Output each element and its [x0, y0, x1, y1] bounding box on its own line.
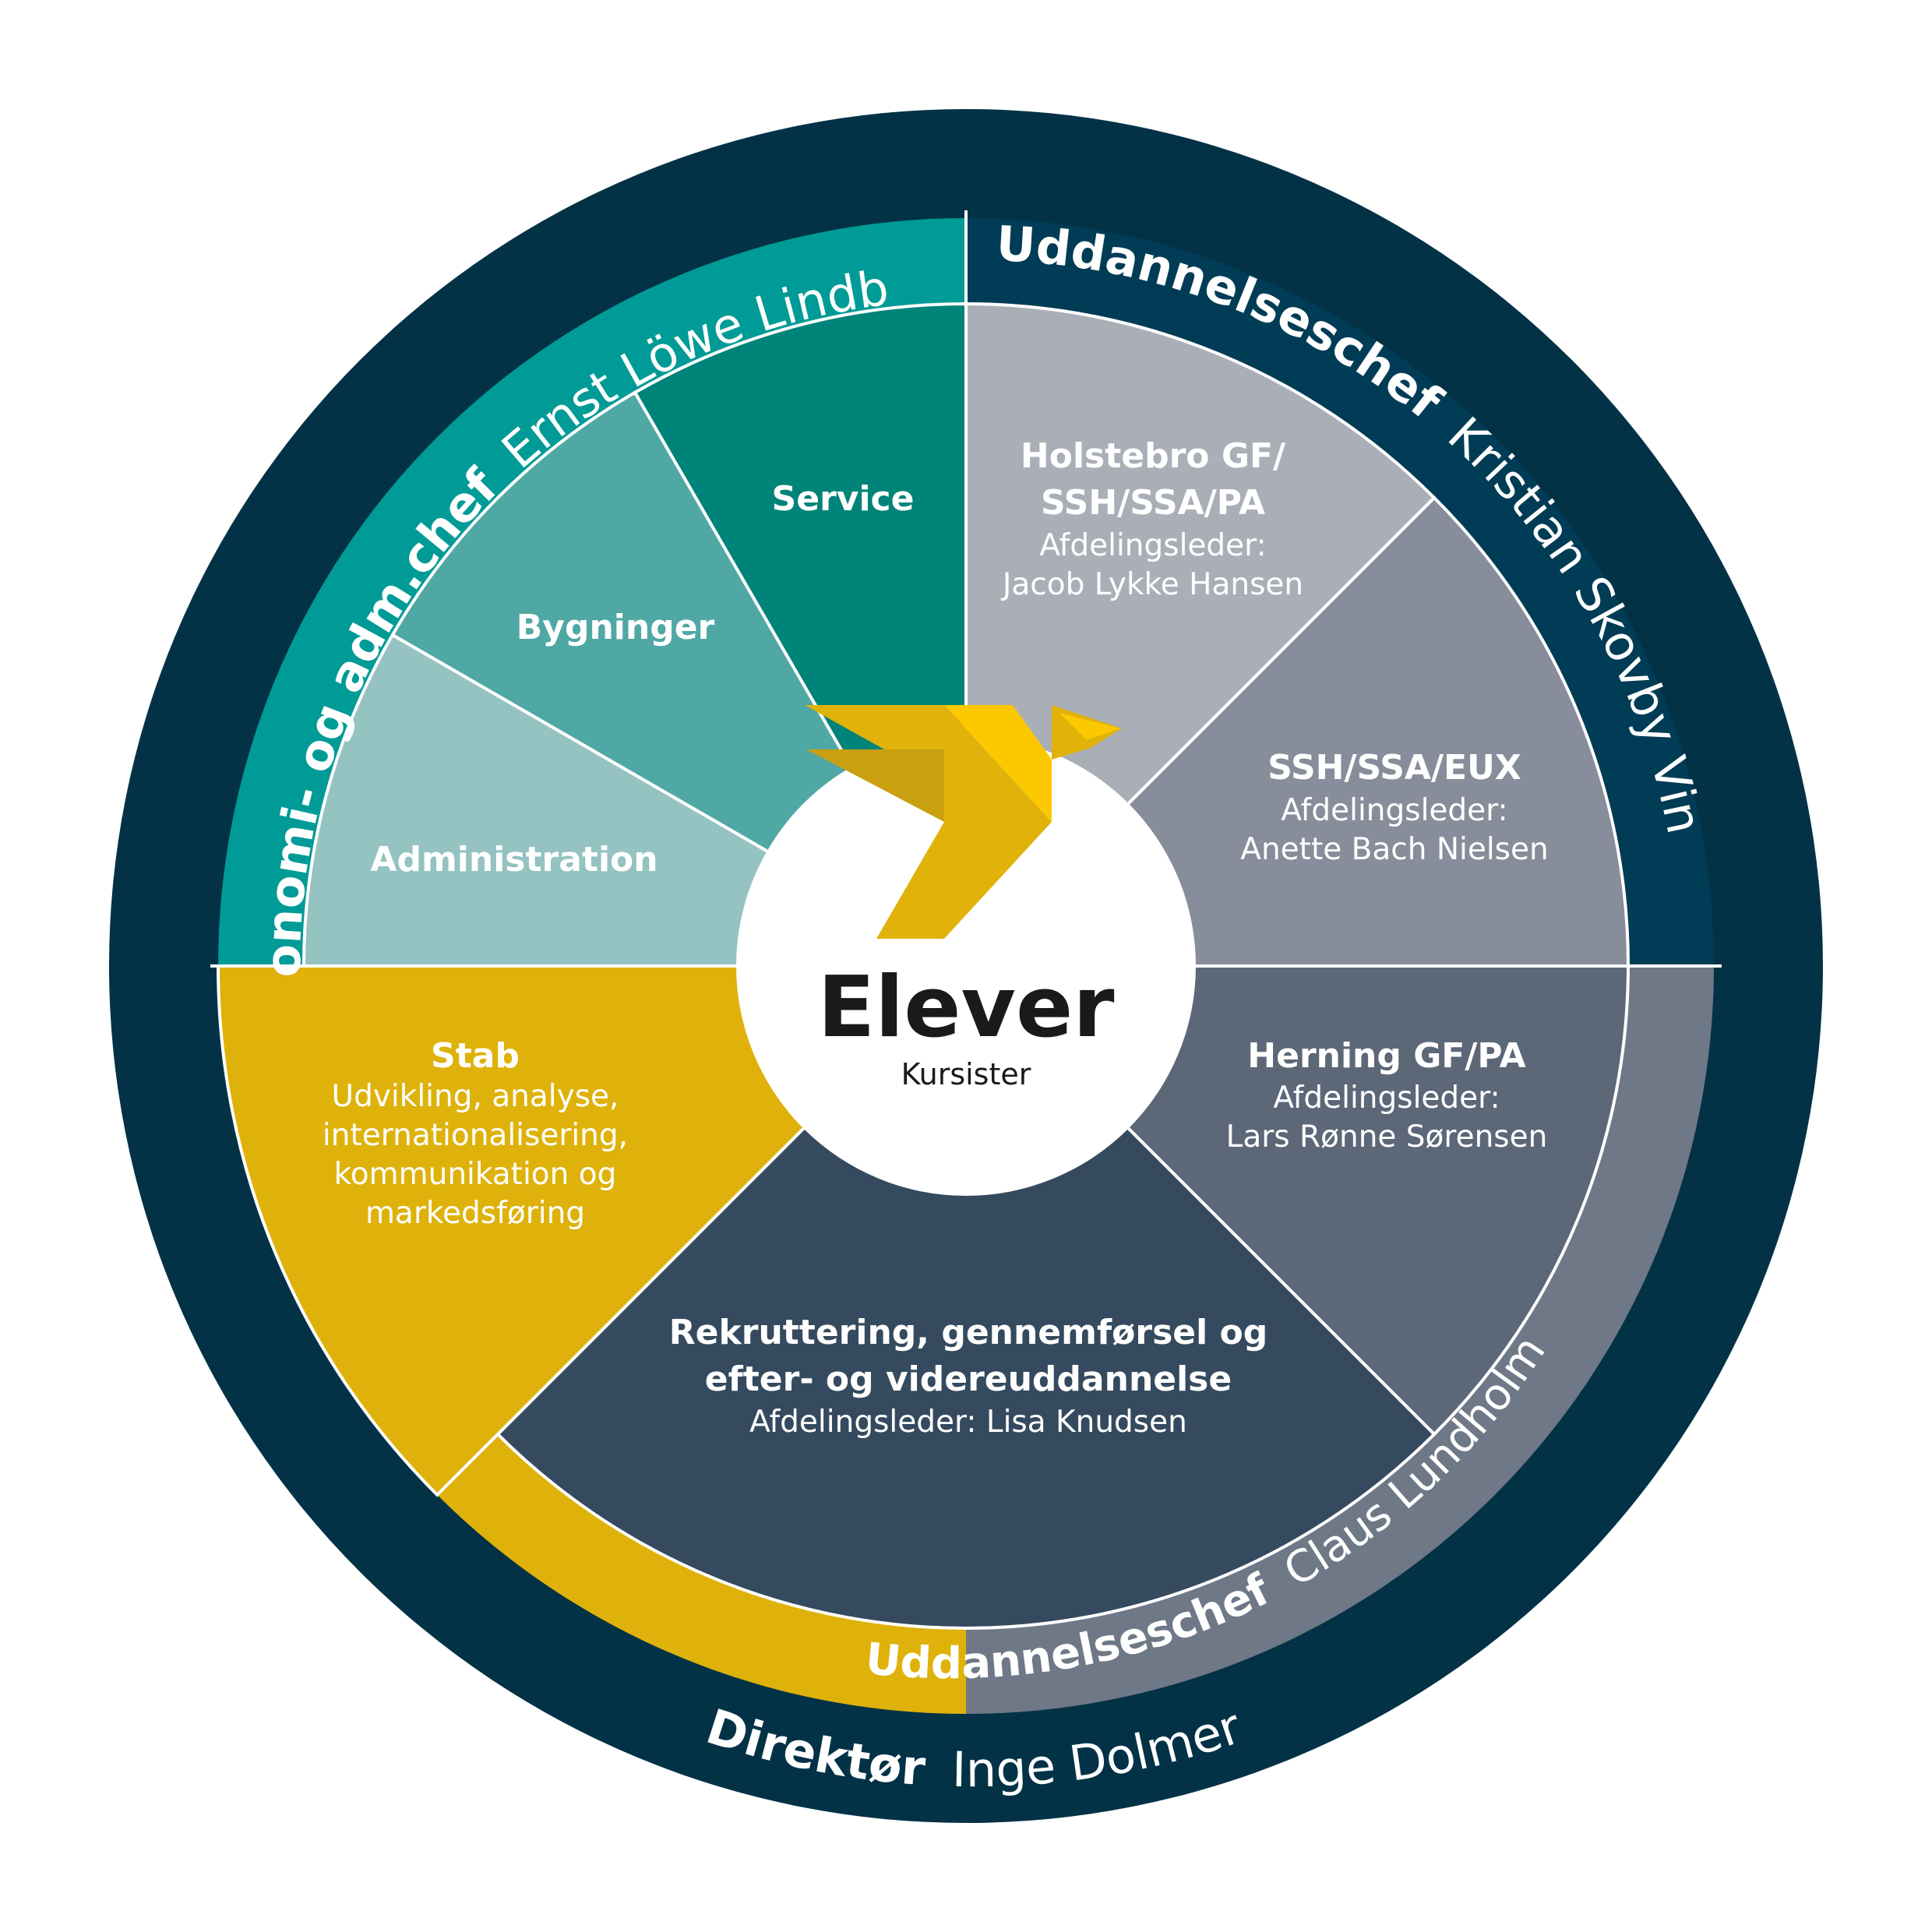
ssh-label: SSH/SSA/EUX Afdelingsleder: Anette Bach … [1240, 748, 1548, 867]
herning-label: Herning GF/PA Afdelingsleder: Lars Rønne… [1226, 1036, 1548, 1155]
holstebro-label: Holstebro GF/ SSH/SSA/PA Afdelingsleder:… [1000, 436, 1303, 602]
stab-label: Stab Udvikling, analyse, internationalis… [323, 1036, 628, 1231]
holstebro-line-1: Afdelingsleder: [1039, 528, 1266, 563]
segments [216, 301, 1631, 1630]
center-circle [736, 736, 1196, 1196]
ssh-line-2: Anette Bach Nielsen [1240, 832, 1548, 867]
service-label: Service [772, 479, 915, 519]
stab-line-1: Udvikling, analyse, [332, 1079, 619, 1114]
stab-line-3: kommunikation og [334, 1157, 617, 1192]
administration-label: Administration [370, 840, 658, 880]
rekruttering-title-2: efter- og videreuddannelse [705, 1359, 1232, 1399]
holstebro-line-2: Jacob Lykke Hansen [1000, 567, 1303, 602]
stab-title: Stab [431, 1036, 520, 1076]
stab-line-2: internationalisering, [323, 1118, 628, 1153]
rekruttering-line-1: Afdelingsleder: Lisa Knudsen [749, 1405, 1187, 1440]
stab-line-4: markedsføring [365, 1196, 585, 1231]
rekruttering-title-1: Rekruttering, gennemførsel og [669, 1313, 1267, 1352]
holstebro-title-1: Holstebro GF/ [1021, 436, 1286, 476]
rekruttering-label: Rekruttering, gennemførsel og efter- og … [669, 1313, 1267, 1440]
bygninger-label: Bygninger [516, 608, 715, 647]
center-title: Elever [818, 959, 1115, 1056]
herning-line-1: Afdelingsleder: [1273, 1081, 1500, 1116]
herning-title: Herning GF/PA [1247, 1036, 1525, 1076]
herning-line-2: Lars Rønne Sørensen [1226, 1119, 1548, 1155]
ssh-title: SSH/SSA/EUX [1267, 748, 1521, 788]
center-subtitle: Kursister [901, 1057, 1031, 1091]
bird-logo-icon [805, 705, 1122, 939]
holstebro-title-2: SSH/SSA/PA [1041, 483, 1265, 523]
ssh-line-1: Afdelingsleder: [1281, 793, 1507, 828]
